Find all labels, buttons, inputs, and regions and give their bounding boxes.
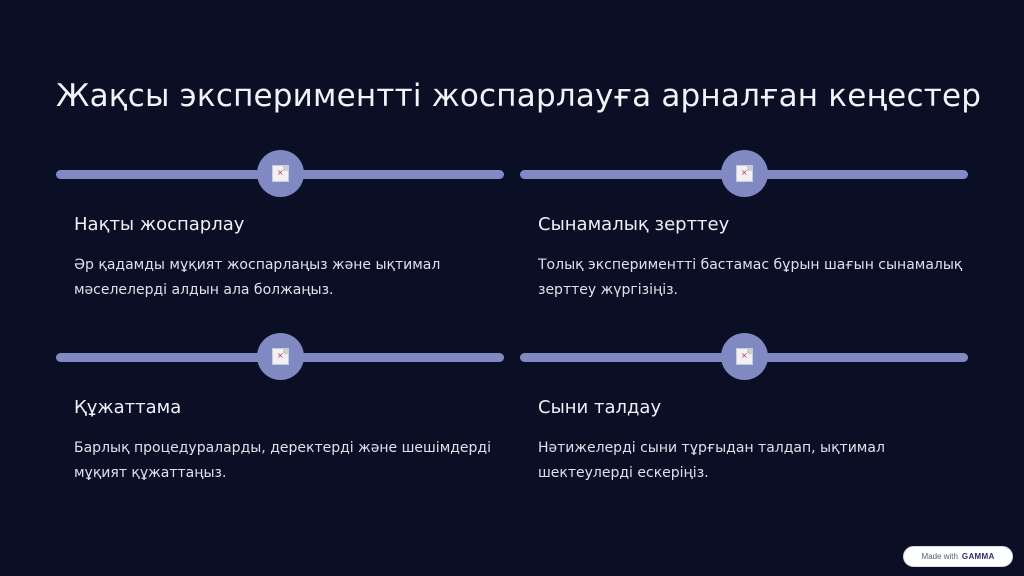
slide-title: Жақсы эксперименттi жоспарлауға арналған… <box>56 78 982 114</box>
card-title: Сыни талдау <box>538 397 662 418</box>
card-description: Барлық процедураларды, деректердi және ш… <box>74 440 492 481</box>
card-title: Сынамалық зерттеу <box>538 214 730 235</box>
card-title: Құжаттама <box>74 397 182 418</box>
card-icon-badge: × <box>721 150 768 197</box>
made-with-gamma-badge[interactable]: Made with GAMMA <box>903 546 1013 567</box>
card-documentation: × Құжаттама Барлық процедураларды, дерек… <box>56 333 504 481</box>
broken-image-icon: × <box>272 348 289 365</box>
gamma-logo: GAMMA <box>961 552 995 561</box>
card-description: Толық эксперименттi бастамас бұрын шағын… <box>538 257 963 298</box>
broken-image-icon: × <box>736 348 753 365</box>
card-icon-badge: × <box>721 333 768 380</box>
card-description: Нәтижелердi сыни тұрғыдан талдап, ықтима… <box>538 440 885 481</box>
card-icon-badge: × <box>257 150 304 197</box>
broken-image-icon: × <box>736 165 753 182</box>
card-pilot-study: × Сынамалық зерттеу Толық эксперименттi … <box>520 150 968 298</box>
card-precise-planning: × Нақты жоспарлау Әр қадамды мұқият жосп… <box>56 150 504 298</box>
broken-image-icon: × <box>272 165 289 182</box>
made-with-label: Made with <box>921 552 958 561</box>
card-icon-badge: × <box>257 333 304 380</box>
card-title: Нақты жоспарлау <box>74 214 245 235</box>
card-description: Әр қадамды мұқият жоспарлаңыз және ықтим… <box>74 257 441 298</box>
card-critical-analysis: × Сыни талдау Нәтижелердi сыни тұрғыдан … <box>520 333 968 481</box>
